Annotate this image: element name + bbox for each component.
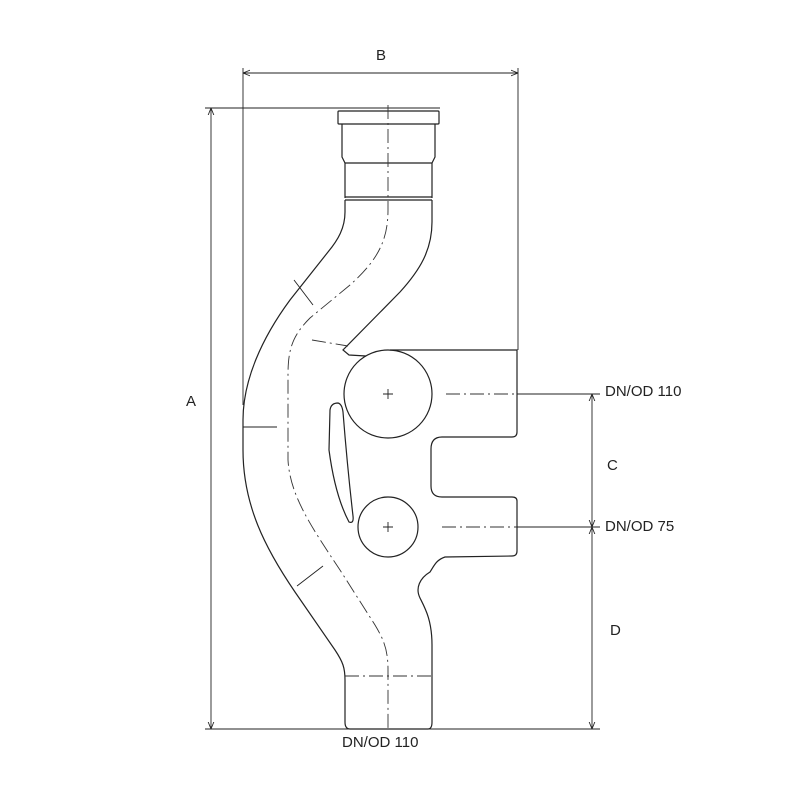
section-marks xyxy=(243,279,324,587)
socket-rim xyxy=(337,110,440,125)
spigot xyxy=(344,163,433,198)
centerlines xyxy=(287,105,517,729)
label-a: A xyxy=(186,393,197,410)
label-outlet-110: DN/OD 110 xyxy=(342,734,419,751)
bend-right xyxy=(342,200,433,357)
center-cross-icon xyxy=(383,389,393,532)
body-outline xyxy=(242,200,518,730)
dimension-lines xyxy=(205,68,600,730)
branch-centerline xyxy=(311,339,349,347)
label-inlet-75: DN/OD 75 xyxy=(605,518,675,535)
label-b: B xyxy=(376,47,387,64)
fitting-outline xyxy=(242,110,518,730)
slot xyxy=(328,402,354,523)
socket-body xyxy=(341,124,436,164)
pipe-centerline xyxy=(287,105,389,729)
label-d: D xyxy=(610,622,621,639)
label-inlet-110: DN/OD 110 xyxy=(605,383,682,400)
inlet-75-circle xyxy=(357,496,419,558)
label-c: C xyxy=(607,457,618,474)
inlet-110-circle xyxy=(343,349,433,439)
